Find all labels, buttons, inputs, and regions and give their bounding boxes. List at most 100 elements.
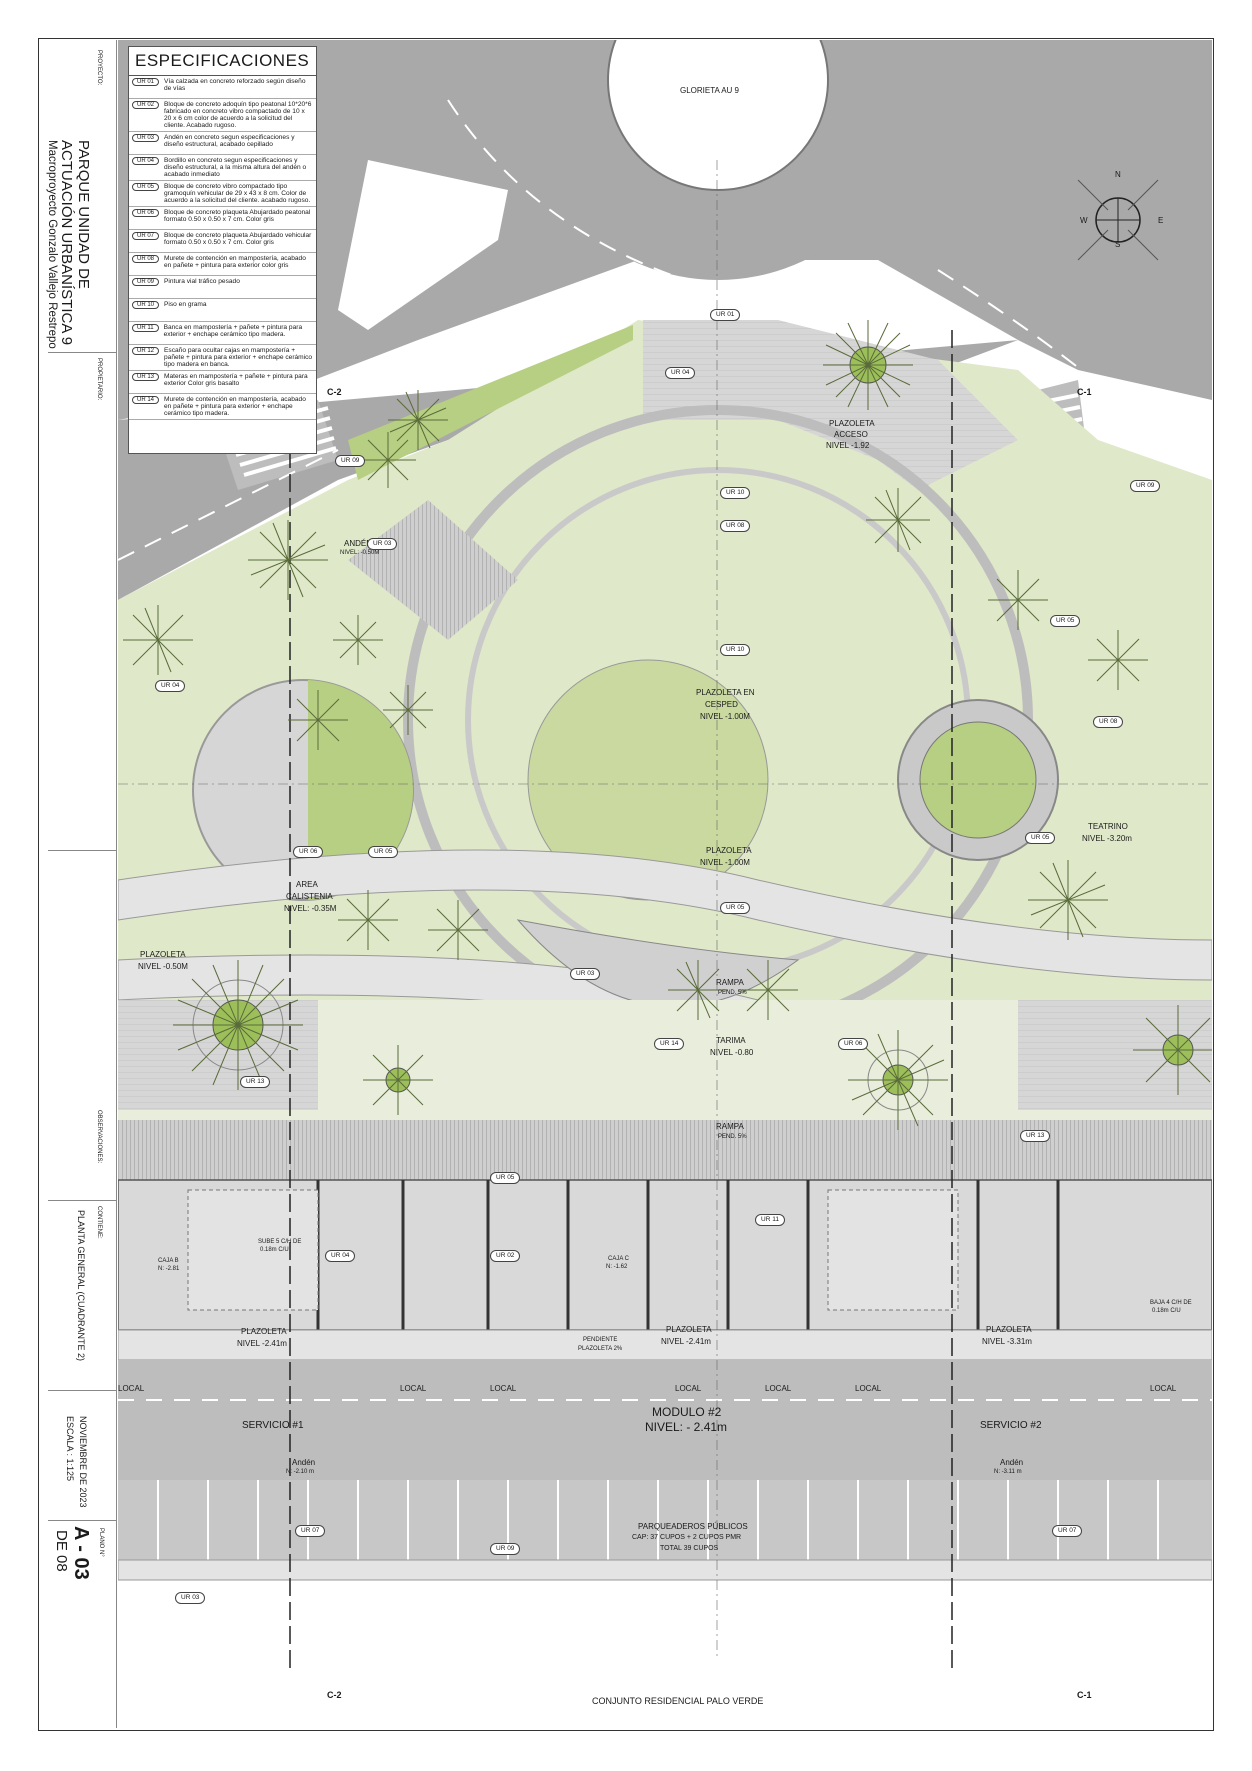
material-tag: UR 04 (665, 367, 696, 379)
material-tag: UR 08 (720, 520, 751, 532)
anden-label: ANDÉN (344, 539, 373, 548)
material-tag: UR 03 (175, 1592, 206, 1604)
road-bottom (118, 1360, 1212, 1480)
spec-text: Bloque de concreto plaqueta Abujardado p… (164, 209, 311, 223)
project-title-2: ACTUACIÓN URBANÍSTICA 9 (58, 140, 75, 346)
divider (48, 1390, 116, 1391)
stair-up-label2: 0.18m C/U (260, 1247, 289, 1253)
project-title-3: Macroproyecto Gonzalo Vallejo Restrepo (46, 140, 58, 349)
material-tag: UR 05 (1025, 832, 1056, 844)
module-level: NIVEL: - 2.41m (645, 1420, 728, 1434)
local-label: LOCAL (675, 1384, 702, 1393)
spec-code: UR 03 (132, 134, 160, 142)
plate-label: PLANO N° (98, 1528, 104, 1557)
project-title-1: PARQUE UNIDAD DE (75, 140, 92, 289)
section-cut-c2-top: C-2 (327, 387, 342, 397)
material-tag: UR 13 (1020, 1130, 1051, 1142)
spec-text: Andén en concreto segun especificaciones… (164, 134, 295, 148)
lower-walk-label: Andén (292, 1458, 316, 1467)
teatrino-title: TEATRINO (1088, 822, 1128, 831)
calistenia-title2: CALISTENIA (286, 892, 333, 901)
parking-title: PARQUEADEROS PÚBLICOS (638, 1522, 748, 1531)
spec-code: UR 09 (132, 278, 160, 286)
pendiente-label: PENDIENTE (583, 1337, 618, 1343)
plate-number: A - 03 (70, 1526, 92, 1580)
tarima (516, 919, 800, 1008)
plaza-acceso (643, 320, 1018, 490)
material-tag: UR 07 (295, 1525, 326, 1537)
cesped-title2: CESPED (705, 700, 738, 709)
plaza-acceso-level: NIVEL -1.92 (826, 441, 870, 450)
section-cut-c1-bottom: C-1 (1077, 1690, 1092, 1700)
spec-text: Murete de contención en mampostería, aca… (164, 396, 306, 417)
plaza-left-title: PLAZOLETA (140, 950, 186, 959)
scale-text: ESCALA : 1:125 (65, 1416, 75, 1482)
spec-row: UR 10 Piso en grama (129, 299, 316, 322)
spec-text: Bordillo en concreto segun especificacio… (164, 157, 307, 178)
roundabout-island (607, 40, 829, 191)
central-plaza-title: PLAZOLETA (706, 846, 752, 855)
plaza-left-level: NIVEL -0.50M (138, 962, 188, 971)
spec-text: Piso en grama (164, 301, 207, 308)
spec-code: UR 06 (132, 209, 160, 217)
plaza-b-level: NIVEL -2.41m (661, 1337, 711, 1346)
plaza-a-title: PLAZOLETA (241, 1327, 287, 1336)
local-label: LOCAL (765, 1384, 792, 1393)
caja-b-label: CAJA B (158, 1258, 179, 1264)
site-plan-drawing (118, 40, 1212, 1728)
contains-heading: CONTIENE: (96, 1206, 102, 1239)
ramp2-title: RAMPA (716, 1122, 744, 1131)
spec-text: Bloque de concreto plaqueta Abujardado v… (164, 232, 312, 246)
material-tag: UR 14 (654, 1038, 685, 1050)
divider (48, 1200, 116, 1201)
compass-w: W (1080, 216, 1088, 225)
ramp-slope: PEND. 5% (718, 990, 747, 996)
material-tag: UR 05 (1050, 615, 1081, 627)
material-tag: UR 02 (490, 1250, 521, 1262)
material-tag: UR 04 (325, 1250, 356, 1262)
anden-level: NIVEL: -0.50M (340, 550, 380, 556)
spec-text: Escaño para ocultar cajas en mampostería… (164, 347, 313, 368)
tarima-level: NIVEL -0.80 (710, 1048, 754, 1057)
material-tag: UR 04 (155, 680, 186, 692)
spec-text: Pintura vial tráfico pesado (164, 278, 240, 285)
date-text: NOVIEMBRE DE 2023 (78, 1416, 88, 1508)
material-tag: UR 05 (490, 1172, 521, 1184)
local-label: LOCAL (400, 1384, 427, 1393)
spec-code: UR 13 (132, 373, 160, 381)
spec-text: Vía calzada en concreto reforzado según … (164, 78, 306, 92)
stair-down-label: BAJA 4 C/H DE (1150, 1300, 1192, 1306)
material-tag: UR 09 (1130, 480, 1161, 492)
caja-c-label: CAJA C (608, 1256, 630, 1262)
service-1-label: SERVICIO #1 (242, 1420, 304, 1431)
material-tag: UR 09 (335, 455, 366, 467)
plaza-acceso-title: PLAZOLETA (829, 419, 875, 428)
project-heading: PROYECTO: (96, 50, 102, 86)
lower-walk2-level: N: -3.11 m (994, 1469, 1022, 1475)
plaza-c-title: PLAZOLETA (986, 1325, 1032, 1334)
material-tag: UR 03 (570, 968, 601, 980)
plaza-acceso-title2: ACCESO (834, 430, 868, 439)
plaza-a-level: NIVEL -2.41m (237, 1339, 287, 1348)
divider (48, 352, 116, 353)
material-tag: UR 08 (1093, 716, 1124, 728)
cesped-level: NIVEL -1.00M (700, 712, 750, 721)
compass-s: S (1115, 240, 1121, 249)
local-label: LOCAL (1150, 1384, 1177, 1393)
lower-walk-level: N: -2.10 m (286, 1469, 315, 1475)
caja-c-level: N: -1.62 (606, 1264, 628, 1270)
spec-code: UR 10 (132, 301, 160, 309)
lower-walk2-label: Andén (1000, 1458, 1024, 1467)
material-tag: UR 05 (368, 846, 399, 858)
spec-text: Murete de contención en mampostería, aca… (164, 255, 306, 269)
spec-code: UR 02 (132, 101, 160, 109)
north-arrow-icon (1077, 179, 1159, 261)
